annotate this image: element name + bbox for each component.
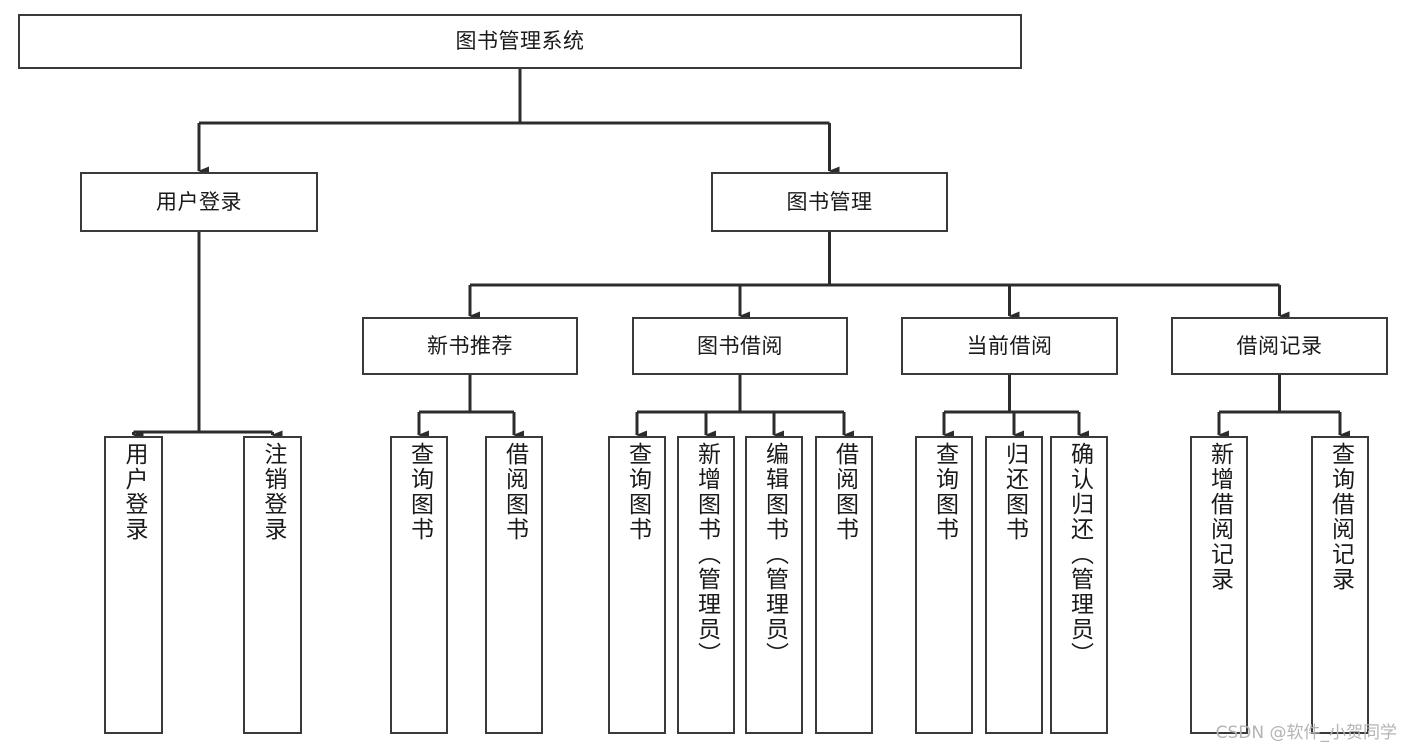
node-label: 查询图书 [624,442,651,542]
node-label: 新增图书（管理员） [693,442,720,667]
node-label: 借阅图书 [501,442,528,542]
node-user-login[interactable]: 用户登录 [80,172,318,232]
node-label: 新书推荐 [427,333,513,358]
node-label: 用户登录 [156,189,242,214]
node-label: 图书管理系统 [455,29,585,54]
node-leaf-add-book[interactable]: 新增图书（管理员） [677,436,735,734]
node-root[interactable]: 图书管理系统 [18,14,1022,69]
node-leaf-add-borrow-record[interactable]: 新增借阅记录 [1190,436,1248,734]
node-current-borrow[interactable]: 当前借阅 [901,317,1118,375]
node-label: 注销登录 [260,442,286,542]
node-leaf-return-book[interactable]: 归还图书 [985,436,1043,734]
node-book-borrow[interactable]: 图书借阅 [632,317,848,375]
node-label: 查询借阅记录 [1327,442,1354,592]
node-label: 归还图书 [1001,442,1028,542]
node-label: 确认归还（管理员） [1066,442,1093,667]
node-label: 新增借阅记录 [1206,442,1233,592]
node-book-manage[interactable]: 图书管理 [711,172,948,232]
node-label: 查询图书 [931,442,958,542]
node-leaf-edit-book[interactable]: 编辑图书（管理员） [745,436,803,734]
node-leaf-query-book-1[interactable]: 查询图书 [390,436,448,734]
node-leaf-user-login[interactable]: 用户登录 [104,436,163,734]
node-leaf-query-book-3[interactable]: 查询图书 [915,436,973,734]
node-new-book-recommend[interactable]: 新书推荐 [362,317,578,375]
node-label: 借阅记录 [1236,333,1323,358]
node-borrow-record[interactable]: 借阅记录 [1171,317,1388,375]
node-label: 用户登录 [121,442,147,542]
node-leaf-borrow-book-2[interactable]: 借阅图书 [815,436,873,734]
node-leaf-query-borrow-record[interactable]: 查询借阅记录 [1311,436,1369,734]
node-leaf-query-book-2[interactable]: 查询图书 [608,436,666,734]
node-leaf-logout[interactable]: 注销登录 [243,436,302,734]
node-label: 当前借阅 [966,333,1053,358]
node-label: 图书管理 [786,189,873,214]
node-leaf-borrow-book-1[interactable]: 借阅图书 [485,436,543,734]
node-label: 图书借阅 [697,333,783,358]
node-label: 编辑图书（管理员） [761,442,788,667]
csdn-watermark: CSDN @软件_小贺同学 [1215,723,1397,743]
node-label: 借阅图书 [831,442,858,542]
node-label: 查询图书 [406,442,433,542]
node-leaf-confirm-return[interactable]: 确认归还（管理员） [1050,436,1108,734]
